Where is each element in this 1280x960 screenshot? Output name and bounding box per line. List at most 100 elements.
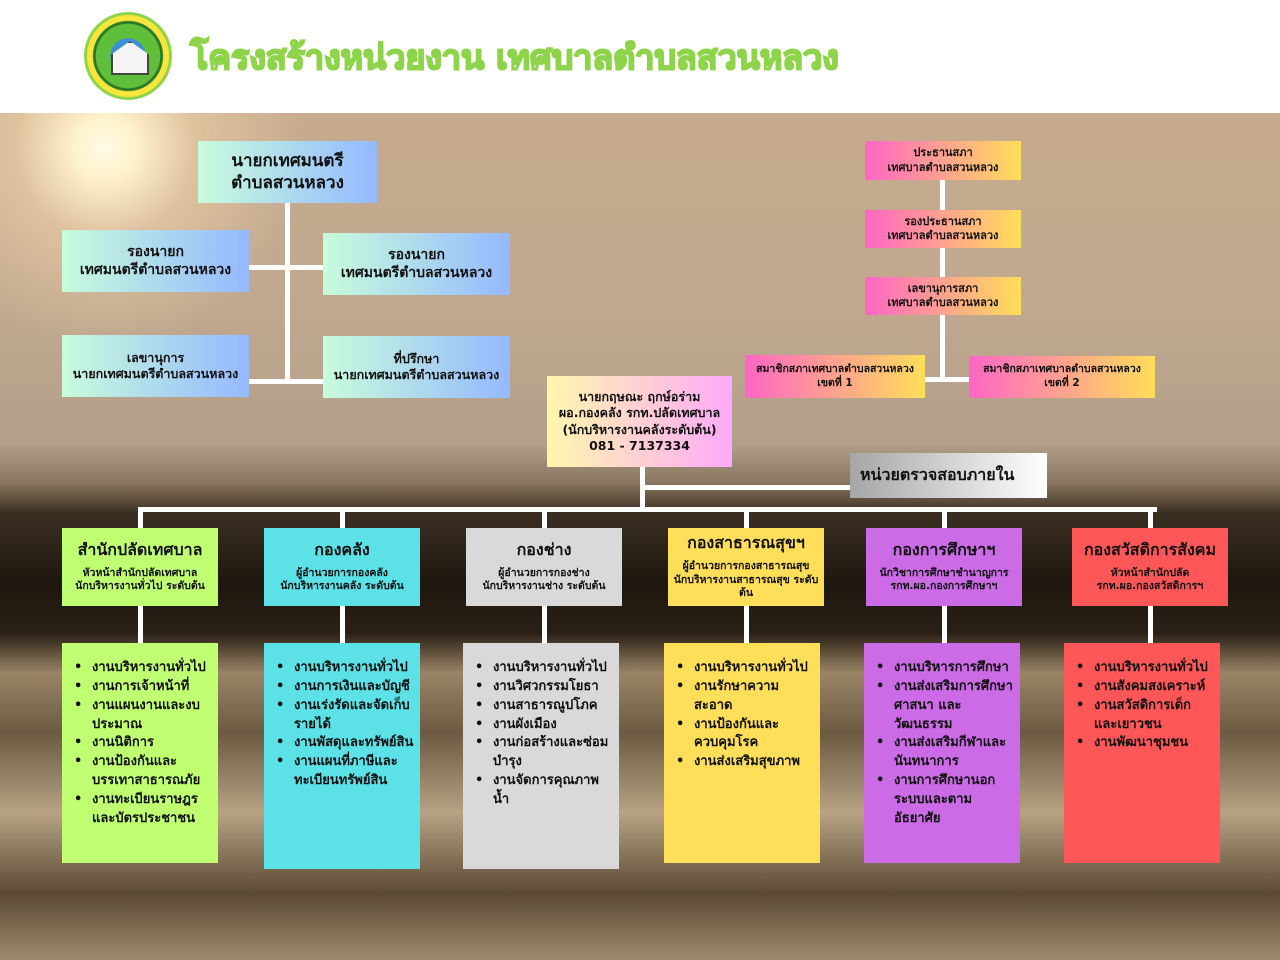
task-item: งานผังเมือง [475, 716, 613, 735]
task-item: งานพัสดุและทรัพย์สิน [276, 734, 414, 753]
connector [744, 510, 749, 528]
department-head: ผู้อำนวยการกองช่าง [498, 566, 590, 579]
department-box: กองสาธารณสุขฯ ผู้อำนวยการกองสาธารณสุข นั… [668, 528, 824, 606]
internal-audit-box: หน่วยตรวจสอบภายใน [850, 453, 1047, 498]
clerk-name: นายกฤษณะ ฤกษ์อร่าม [578, 389, 701, 404]
label: ตำบลสวนหลวง [231, 173, 344, 193]
task-item: งานวิศวกรรมโยธา [475, 678, 613, 697]
header: โครงสร้างหน่วยงาน เทศบาลตำบลสวนหลวง [0, 0, 1280, 113]
label: รองนายก [388, 246, 445, 263]
connector [942, 606, 947, 644]
task-item: งานแผนงานและงบประมาณ [74, 697, 212, 735]
page-title: โครงสร้างหน่วยงาน เทศบาลตำบลสวนหลวง [189, 37, 840, 79]
department-head: หัวหน้าสำนักปลัด [1110, 566, 1190, 579]
connector [340, 606, 345, 644]
label: ที่ปรึกษา [393, 350, 440, 366]
connector [249, 379, 323, 384]
task-item: งานการเจ้าหน้าที่ [74, 678, 212, 697]
task-item: งานเร่งรัดและจัดเก็บรายได้ [276, 697, 414, 735]
clerk-position: ผอ.กองคลัง รกท.ปลัดเทศบาล [558, 405, 721, 421]
mayor-secretary-box: เลขานุการนายกเทศมนตรีตำบลสวนหลวง [62, 335, 249, 397]
label: นายกเทศมนตรี [231, 150, 344, 171]
connector [744, 606, 749, 644]
task-item: งานสังคมสงเคราะห์ [1076, 678, 1214, 697]
department-head-level: นักบริหารงานสาธารณสุข ระดับต้น [673, 573, 819, 600]
label: หน่วยตรวจสอบภายใน [860, 465, 1015, 485]
department-head: นักวิชาการศึกษาชำนาญการ [879, 566, 1009, 579]
label: เทศมนตรีตำบลสวนหลวง [340, 265, 493, 281]
connector [138, 510, 143, 528]
clerk-level: (นักบริหารงานคลังระดับต้น) [562, 421, 717, 437]
department-head: หัวหน้าสำนักปลัดเทศบาล [82, 566, 198, 579]
connector [642, 485, 850, 490]
label: เลขานุการ [126, 349, 185, 365]
task-item: งานรักษาความสะอาด [676, 678, 814, 716]
task-item: งานบริหารงานทั่วไป [74, 659, 212, 678]
council-member-district1-box: สมาชิกสภาเทศบาลตำบลสวนหลวงเขตที่ 1 [745, 355, 925, 398]
task-item: งานบริหารงานทั่วไป [475, 659, 613, 678]
municipal-clerk-box: นายกฤษณะ ฤกษ์อร่าม ผอ.กองคลัง รกท.ปลัดเท… [547, 376, 732, 467]
task-item: งานก่อสร้างและซ่อมบำรุง [475, 734, 613, 772]
task-item: งานนิติการ [74, 734, 212, 753]
connector [542, 606, 547, 644]
task-item: งานป้องกันและควบคุมโรค [676, 716, 814, 754]
label: เทศบาลตำบลสวนหลวง [887, 229, 999, 242]
task-item: งานแผนที่ภาษีและทะเบียนทรัพย์สิน [276, 753, 414, 791]
connector [1148, 510, 1153, 528]
label: รองประธานสภา [904, 214, 982, 228]
connector [249, 265, 323, 270]
department-box: กองการศึกษาฯ นักวิชาการศึกษาชำนาญการ รกท… [866, 528, 1022, 606]
connector [942, 510, 947, 528]
department-tasks-list: งานบริหารการศึกษางานส่งเสริมการศึกษา ศาส… [864, 643, 1020, 863]
department-tasks-list: งานบริหารงานทั่วไปงานการเจ้าหน้าที่งานแผ… [62, 643, 218, 863]
label: นายกเทศมนตรีตำบลสวนหลวง [72, 366, 239, 381]
label: เขตที่ 1 [817, 376, 853, 389]
department-head: ผู้อำนวยการกองสาธารณสุข [682, 559, 810, 572]
task-item: งานบริหารงานทั่วไป [1076, 659, 1214, 678]
department-box: กองคลัง ผู้อำนวยการกองคลัง นักบริหารงานค… [264, 528, 420, 606]
connector [340, 510, 345, 528]
deputy-mayor-right-box: รองนายกเทศมนตรีตำบลสวนหลวง [323, 233, 510, 295]
council-president-box: ประธานสภาเทศบาลตำบลสวนหลวง [865, 141, 1021, 180]
task-item: งานส่งเสริมสุขภาพ [676, 753, 814, 772]
department-name: กองสวัสดิการสังคม [1083, 539, 1217, 559]
department-name: กองการศึกษาฯ [892, 539, 996, 559]
department-box: สำนักปลัดเทศบาล หัวหน้าสำนักปลัดเทศบาล น… [62, 528, 218, 606]
deputy-mayor-left-box: รองนายกเทศมนตรีตำบลสวนหลวง [62, 230, 249, 292]
council-secretary-box: เลขานุการสภาเทศบาลตำบลสวนหลวง [865, 277, 1021, 315]
task-item: งานสวัสดิการเด็กและเยาวชน [1076, 697, 1214, 735]
department-head-level: นักบริหารงานช่าง ระดับต้น [482, 580, 606, 593]
department-tasks-list: งานบริหารงานทั่วไปงานวิศวกรรมโยธางานสาธา… [463, 643, 619, 869]
clerk-phone: 081 - 7137334 [589, 437, 690, 453]
connector [285, 203, 290, 383]
label: เทศบาลตำบลสวนหลวง [887, 296, 999, 309]
label: เทศมนตรีตำบลสวนหลวง [79, 262, 232, 278]
municipality-logo [84, 12, 172, 100]
task-item: งานบริหารงานทั่วไป [676, 659, 814, 678]
task-item: งานการศึกษานอกระบบและตามอัธยาศัย [876, 772, 1014, 829]
connector [925, 377, 969, 382]
label: เขตที่ 2 [1044, 377, 1080, 389]
task-item: งานส่งเสริมกีฬาและนันทนาการ [876, 734, 1014, 772]
label: เลขานุการสภา [907, 281, 979, 295]
department-head-level: นักบริหารงานทั่วไป ระดับต้น [75, 580, 205, 593]
department-name: สำนักปลัดเทศบาล [77, 539, 203, 559]
department-tasks-list: งานบริหารงานทั่วไปงานสังคมสงเคราะห์งานสว… [1064, 643, 1220, 863]
task-item: งานส่งเสริมการศึกษา ศาสนา และวัฒนธรรม [876, 678, 1014, 735]
department-name: กองสาธารณสุขฯ [687, 533, 805, 553]
label: เทศบาลตำบลสวนหลวง [887, 160, 999, 174]
task-item: งานป้องกันและบรรเทาสาธารณภัย [74, 753, 212, 791]
council-vice-president-box: รองประธานสภาเทศบาลตำบลสวนหลวง [865, 210, 1021, 248]
department-box: กองช่าง ผู้อำนวยการกองช่าง นักบริหารงานช… [466, 528, 622, 606]
task-item: งานพัฒนาชุมชน [1076, 734, 1214, 753]
task-item: งานจัดการคุณภาพน้ำ [475, 772, 613, 810]
department-head-level: นักบริหารงานคลัง ระดับต้น [280, 580, 404, 593]
task-item: งานสาธารณูปโภค [475, 697, 613, 716]
department-name: กองช่าง [516, 539, 572, 559]
department-head: ผู้อำนวยการกองคลัง [296, 566, 388, 579]
mayor-box: นายกเทศมนตรีตำบลสวนหลวง [198, 141, 377, 203]
label: นายกเทศมนตรีตำบลสวนหลวง [333, 367, 500, 382]
label: สมาชิกสภาเทศบาลตำบลสวนหลวง [756, 362, 914, 375]
label: สมาชิกสภาเทศบาลตำบลสวนหลวง [983, 363, 1141, 376]
connector [138, 507, 1157, 512]
